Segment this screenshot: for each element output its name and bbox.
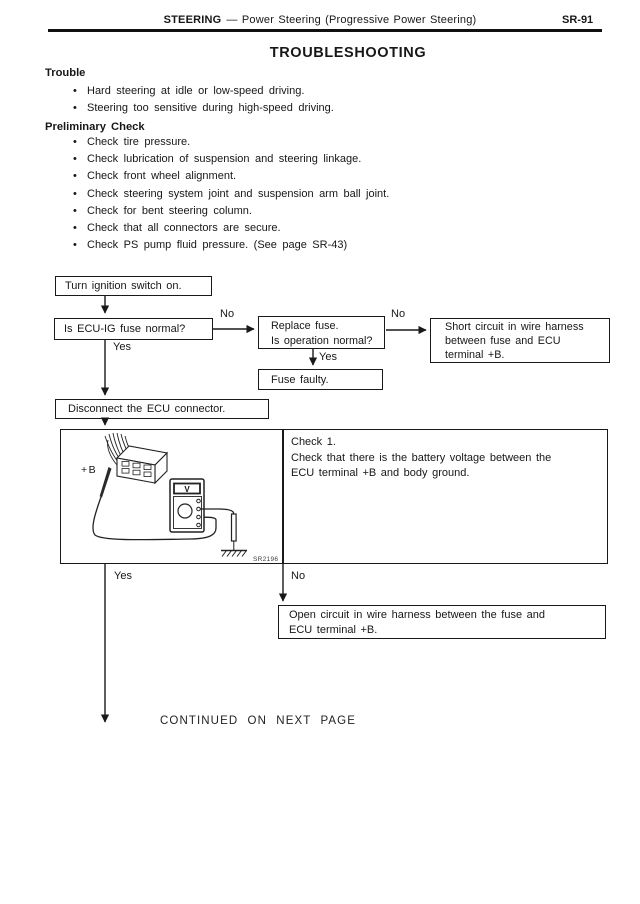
check-item-text: Check front wheel alignment. [87, 170, 237, 183]
check-item-text: Check tire pressure. [87, 136, 191, 148]
check-item-text: Check steering system joint and suspensi… [87, 187, 390, 200]
voltmeter-label: V [184, 485, 190, 494]
branch-label-no: No [291, 570, 306, 582]
bullet-marker: • [73, 136, 77, 148]
bullet-marker: • [73, 187, 77, 200]
test-illustration: V [92, 432, 247, 557]
check-item-text: Check that all connectors are secure. [87, 221, 281, 234]
voltmeter-terminals [196, 498, 201, 528]
test-probe [99, 467, 112, 498]
flow-box-fuse-faulty: Fuse faulty. [258, 369, 383, 390]
panel-divider [282, 430, 284, 563]
flow-box-replace-fuse: Replace fuse. Is operation normal? [258, 316, 385, 349]
bullet-marker: • [73, 221, 77, 234]
page-title: TROUBLESHOOTING [269, 45, 427, 61]
check-item-text: Check PS pump fluid pressure. (See page … [87, 239, 348, 252]
check-instruction: Check 1. Check that there is the battery… [291, 436, 552, 479]
check-item-text: Check lubrication of suspension and stee… [87, 153, 362, 166]
list-item: • Check that all connectors are secure. [73, 222, 389, 239]
trouble-heading: Trouble [45, 67, 86, 79]
preliminary-list: • Check tire pressure. • Check lubrication… [73, 136, 389, 256]
bullet-marker: • [73, 85, 77, 97]
ground-symbol [221, 549, 247, 557]
bullet-marker: • [73, 204, 77, 217]
continued-note: CONTINUED ON NEXT PAGE [160, 715, 356, 727]
header: STEERING — Power Steering (Progressive Po… [0, 14, 640, 26]
voltmeter: V [169, 478, 205, 533]
list-item: • Check PS pump fluid pressure. (See page… [73, 239, 389, 256]
preliminary-heading: Preliminary Check [45, 121, 145, 133]
bullet-marker: • [73, 153, 77, 166]
list-item: • Steering too sensitive during high-spee… [73, 102, 334, 119]
list-item: • Check front wheel alignment. [73, 170, 389, 187]
trouble-item-text: Steering too sensitive during high-speed… [87, 102, 334, 115]
bullet-marker: • [73, 170, 77, 183]
ecu-connector [115, 445, 169, 485]
branch-label-yes: Yes [113, 341, 131, 353]
branch-label-no: No [220, 308, 235, 320]
ground-wire [200, 508, 235, 514]
branch-label-yes: Yes [319, 351, 337, 363]
header-subtitle: — Power Steering (Progressive Power Stee… [226, 14, 477, 26]
flow-box-turn-ignition: Turn ignition switch on. [55, 276, 212, 296]
flow-box-disconnect-ecu: Disconnect the ECU connector. [55, 399, 269, 419]
figure-code: SR2196 [253, 556, 279, 563]
check-item-text: Check for bent steering column. [87, 204, 252, 217]
flow-box-short-circuit: Short circuit in wire harness between fu… [430, 318, 610, 363]
check-panel: V +B C [60, 429, 608, 564]
branch-label-yes: Yes [114, 570, 132, 582]
flow-box-open-circuit: Open circuit in wire harness between the… [278, 605, 606, 639]
list-item: • Check steering system joint and suspens… [73, 188, 389, 205]
header-rule [48, 29, 602, 32]
bullet-marker: • [73, 102, 77, 115]
page-number: SR-91 [562, 14, 594, 26]
trouble-item-text: Hard steering at idle or low-speed drivi… [87, 85, 305, 97]
flow-box-fuse-normal: Is ECU-IG fuse normal? [54, 318, 213, 340]
terminal-b-label: +B [81, 464, 98, 476]
voltmeter-dial [177, 503, 193, 519]
list-item: • Hard steering at idle or low-speed driv… [73, 85, 334, 102]
list-item: • Check for bent steering column. [73, 205, 389, 222]
branch-label-no: No [391, 308, 406, 320]
trouble-list: • Hard steering at idle or low-speed driv… [73, 85, 334, 119]
list-item: • Check lubrication of suspension and ste… [73, 153, 389, 170]
list-item: • Check tire pressure. [73, 136, 389, 153]
ground-probe [230, 513, 237, 542]
header-section: STEERING [163, 14, 222, 26]
probe-wire [92, 496, 217, 541]
bullet-marker: • [73, 239, 77, 252]
voltmeter-display [173, 482, 201, 495]
